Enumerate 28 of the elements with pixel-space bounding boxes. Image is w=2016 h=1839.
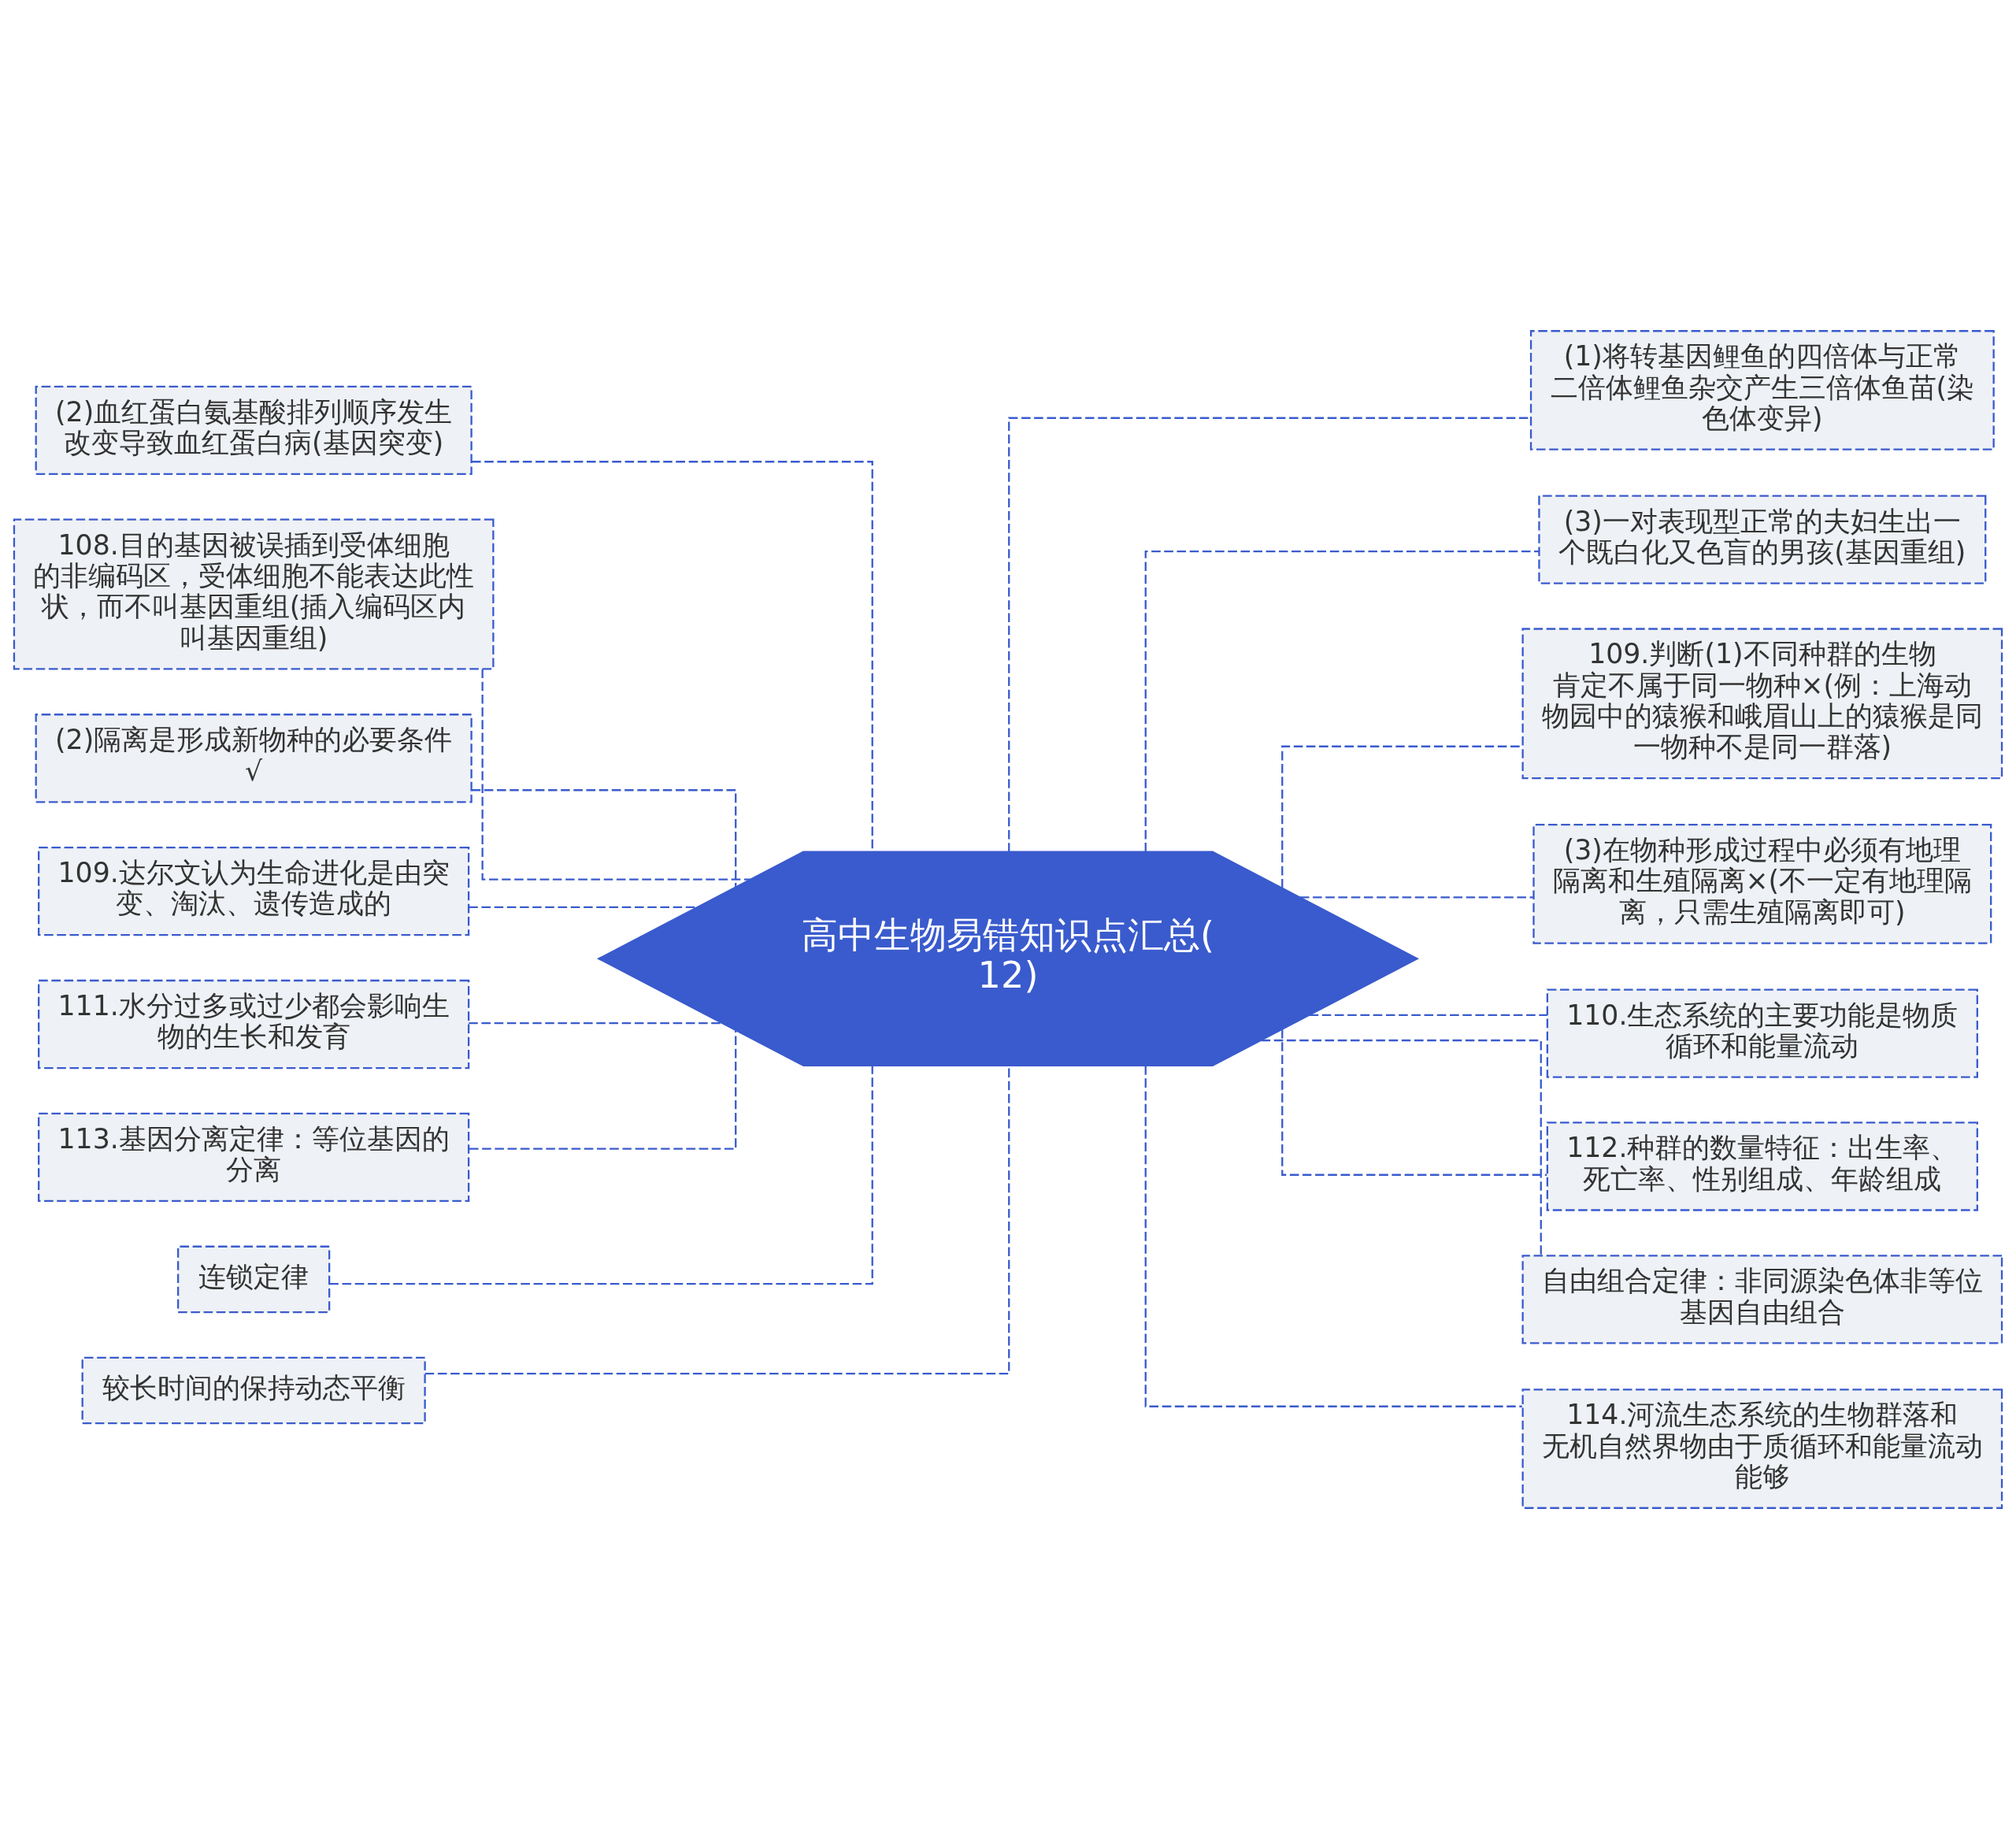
node-box: 111.水分过多或过少都会影响生物的生长和发育 bbox=[38, 979, 470, 1070]
node-box: 连锁定律 bbox=[177, 1245, 331, 1314]
connector bbox=[481, 669, 751, 881]
node-box: (3)在物种形成过程中必须有地理隔离和生殖隔离×(不一定有地理隔离，只需生殖隔离即可) bbox=[1532, 824, 1992, 944]
connector bbox=[1261, 1039, 1542, 1256]
node-box: (2)血红蛋白氨基酸排列顺序发生改变导致血红蛋白病(基因突变) bbox=[35, 385, 472, 475]
node-box: (2)隔离是形成新物种的必要条件√ bbox=[35, 714, 472, 803]
node-box: (3)一对表现型正常的夫妇生出一个既白化又色盲的男孩(基因重组) bbox=[1538, 495, 1987, 584]
node-box: 112.种群的数量特征：出生率、死亡率、性别组成、年龄组成 bbox=[1546, 1122, 1978, 1211]
connector bbox=[1300, 896, 1533, 899]
connector bbox=[1281, 1029, 1547, 1176]
connector bbox=[329, 1066, 873, 1285]
connector bbox=[471, 789, 737, 888]
node-box: 113.基因分离定律：等位基因的分离 bbox=[38, 1112, 470, 1203]
connector bbox=[1309, 1014, 1547, 1016]
node-box: 自由组合定律：非同源染色体非等位基因自由组合 bbox=[1521, 1255, 2003, 1344]
connector bbox=[469, 1030, 737, 1150]
connector bbox=[469, 906, 697, 908]
node-box: 114.河流生态系统的生物群落和无机自然界物由于质循环和能量流动能够 bbox=[1521, 1389, 2003, 1509]
node-box: 109.达尔文认为生命进化是由突变、淘汰、遗传造成的 bbox=[38, 846, 470, 936]
connector bbox=[469, 1021, 723, 1025]
connector bbox=[1144, 551, 1540, 852]
connector bbox=[1144, 1066, 1522, 1407]
node-box: 较长时间的保持动态平衡 bbox=[81, 1356, 426, 1425]
node-box: 109.判断(1)不同种群的生物肯定不属于同一物种×(例：上海动物园中的猿猴和峨眉山上的猿猴是同一物种不是同一群落) bbox=[1521, 628, 2003, 780]
node-box: 110.生态系统的主要功能是物质循环和能量流动 bbox=[1546, 988, 1978, 1078]
node-box: (1)将转基因鲤鱼的四倍体与正常二倍体鲤鱼杂交产生三倍体鱼苗(染色体变异) bbox=[1529, 330, 1995, 450]
node-box: 108.目的基因被误插到受体细胞的非编码区，受体细胞不能表达此性状，而不叫基因重组(插入编码区内叫基因重组) bbox=[13, 518, 495, 670]
